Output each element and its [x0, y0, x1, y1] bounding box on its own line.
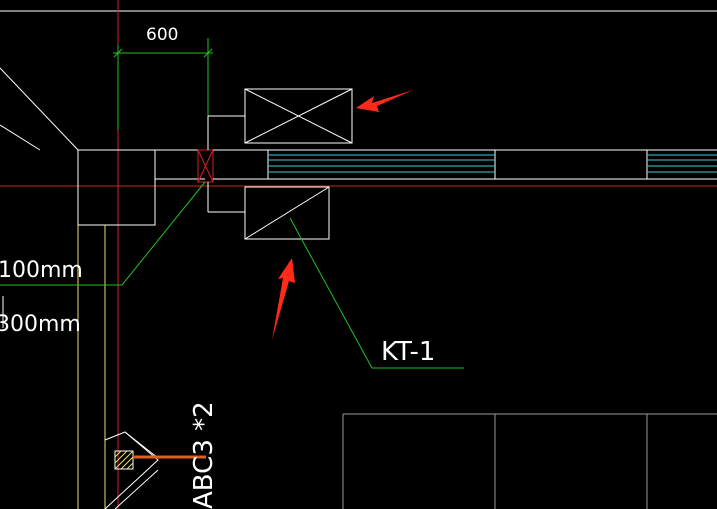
triangle-symbol-line [114, 469, 159, 509]
duct-cyan-lines [268, 154, 717, 173]
upper-unit-cross [244, 88, 353, 144]
dimension-tick [203, 48, 213, 58]
hatched-valve-box [114, 450, 134, 470]
lower-air-unit [244, 186, 330, 240]
red-damper-cross [197, 149, 214, 183]
upper-air-unit [244, 88, 353, 144]
callout-arrow-upper [356, 90, 413, 112]
dimension-600-label: 600 [146, 25, 178, 45]
diagonal-wall-line [0, 124, 41, 151]
kt1-leader-line [289, 217, 464, 369]
valve-hatch [114, 450, 134, 470]
dim-100mm-label: 100mm [0, 258, 83, 283]
lower-unit-diagonal [244, 186, 330, 240]
equipment-tag-label: KT-1 [381, 337, 435, 367]
column-outline [77, 149, 205, 226]
dim-300mm-label: 300mm [0, 312, 81, 337]
diagonal-wall-line [0, 67, 79, 151]
dimension-tick [113, 48, 123, 58]
triangle-symbol-line [124, 431, 159, 459]
vertical-note-label: ABC3 *2 [189, 401, 219, 509]
red-damper-box [197, 149, 214, 183]
damper-leader-line [0, 181, 206, 286]
callout-arrow-lower [272, 258, 295, 340]
triangle-symbol [104, 431, 159, 509]
